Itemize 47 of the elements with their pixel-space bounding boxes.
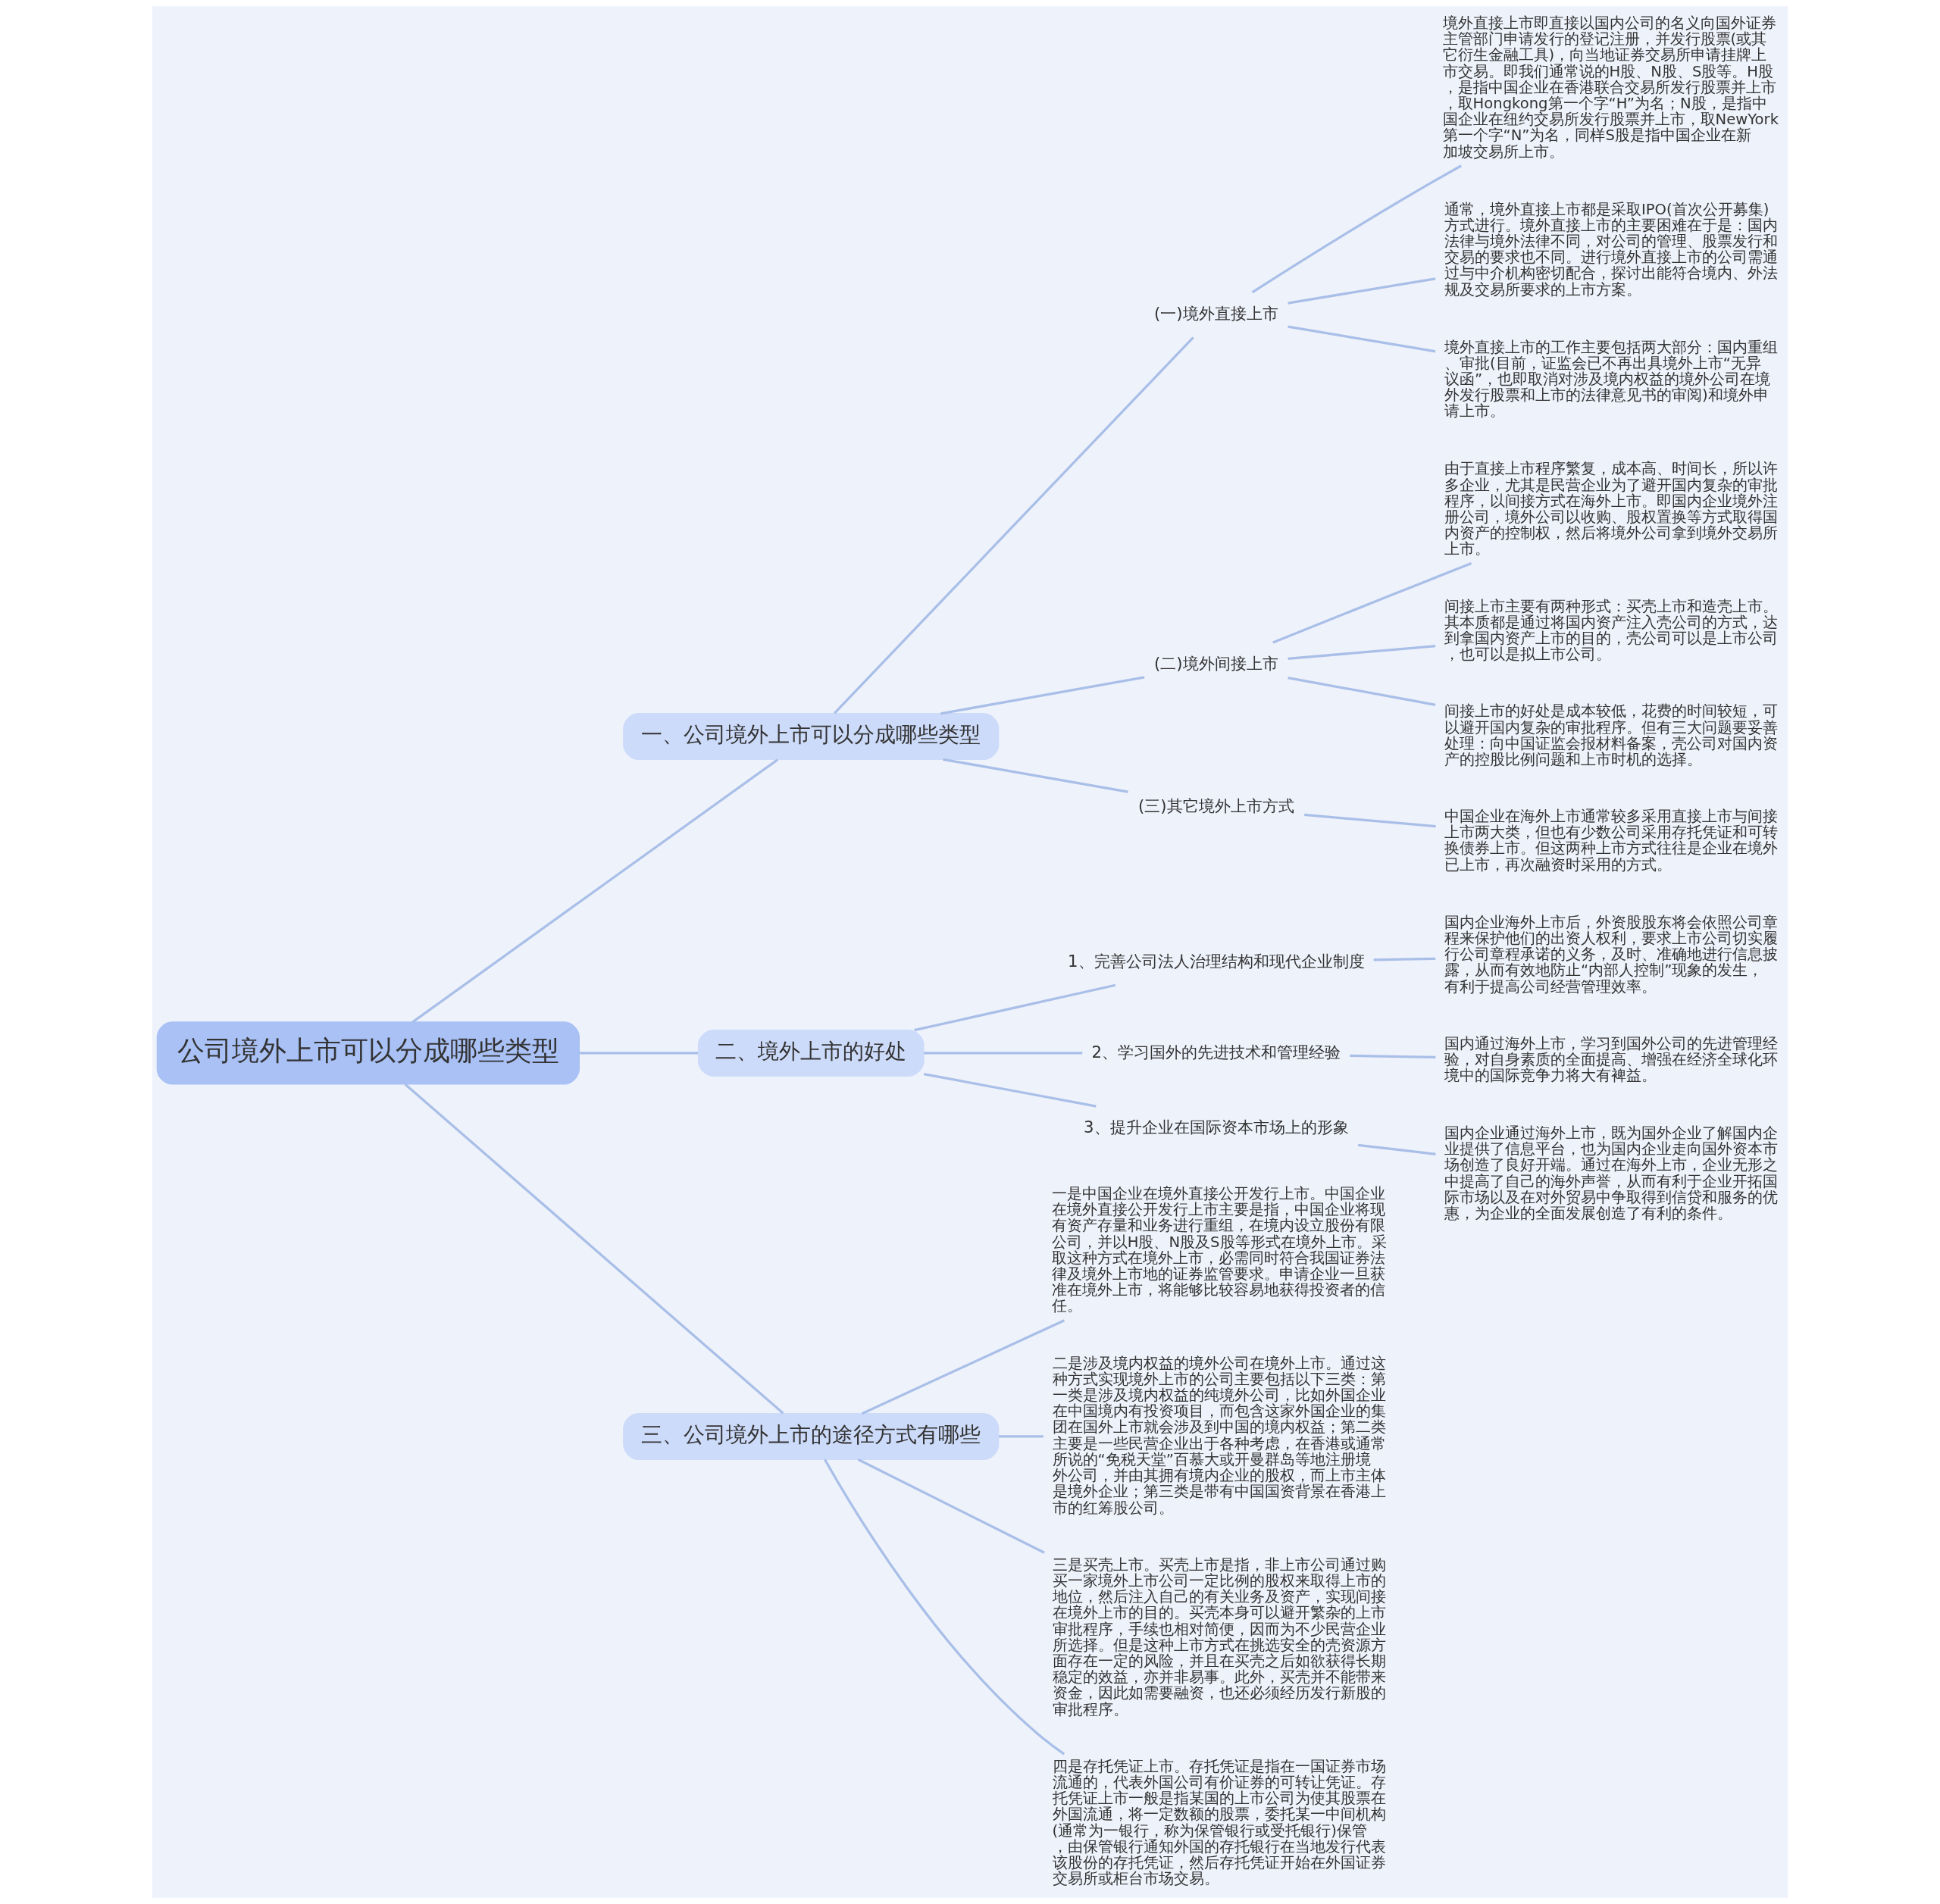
node-box: 三、公司境外上市的途径方式有哪些: [623, 1412, 1000, 1460]
connector: [1288, 676, 1436, 706]
node-box: 二、境外上市的好处: [697, 1029, 925, 1077]
node-text: 通常，境外直接上市都是采取IPO(首次公开募集)方式进行。境外直接上市的主要困难在于是：国内法律与境外法律不同，对公司的管理、股票发行和交易的要求也不同。进行境外直接上市的公司需通过与中介机构密切配合，探讨出能符合境内、外法规及交易所要求的上市方案。: [1444, 200, 1779, 299]
node-text: 间接上市的好处是成本较低，花费的时间较短，可以避开国内复杂的审批程序。但有三大问题要妥善处理：向中国证监会报材料备案，壳公司对国内资产的控股比例问题和上市时机的选择。: [1444, 702, 1779, 768]
node-box: 公司境外上市可以分成哪些类型: [156, 1021, 580, 1085]
connector: [411, 758, 779, 1024]
connector: [1304, 813, 1436, 828]
connector: [1272, 562, 1472, 644]
node-text: 间接上市主要有两种形式：买壳上市和造壳上市。其本质都是通过将国内资产注入壳公司的方式，达到拿国内资产上市的目的，壳公司可以是上市公司，也可以是拟上市公司。: [1444, 597, 1779, 664]
node-box: 一、公司境外上市可以分成哪些类型: [623, 713, 1000, 761]
connector: [404, 1083, 784, 1415]
node-text: (一)境外直接上市: [1154, 303, 1278, 323]
connector: [1373, 957, 1436, 961]
node-text: 一是中国企业在境外直接公开发行上市。中国企业在境外直接公开发行上市主要是指，中国企业将现有资产存量和业务进行重组，在境内设立股份有限公司，并以H股、N股及S股等形式在境外上市。采取这种方式在境外上市，必需同时符合我国证券法律及境外上市地的证券监管要求。申请企业一旦获准在境外上市，将能够比较容易地获得投资者的信任。: [1051, 1184, 1387, 1315]
connector: [579, 1052, 699, 1055]
node-text: 国内企业通过海外上市，既为国外企业了解国内企业提供了信息平台，也为国内企业走向国外资本市场创造了良好开端。通过在海外上市，企业无形之中提高了自己的海外声誉，从而有利于企业开拓国际市场以及在对外贸易中争取得到信贷和服务的优惠，为企业的全面发展创造了有利的条件。: [1444, 1124, 1779, 1223]
node-text: 国内企业海外上市后，外资股股东将会依照公司章程来保护他们的出资人权利，要求上市公司切实履行公司章程承诺的义务，及时、准确地进行信息披露，从而有效地防止“内部人控制”现象的发生，有利于提高公司经营管理效率。: [1444, 913, 1779, 996]
node-text: 三是买壳上市。买壳上市是指，非上市公司通过购买一家境外上市公司一定比例的股权来取得上市的地位，然后注入自己的有关业务及资产，实现间接在境外上市的目的。买壳本身可以避开繁杂的上市审批程序，手续也相对简便，因而为不少民营企业所选择。但是这种上市方式在挑选安全的壳资源方面存在一定的风险，并且在买壳之后如欲获得长期稳定的效益，亦并非易事。此外，买壳并不能带来资金，因此如需要融资，也还必须经历发行新股的审批程序。: [1052, 1555, 1386, 1718]
connector: [823, 1458, 1065, 1755]
node-text: 1、完善公司法人治理结构和现代企业制度: [1068, 952, 1365, 971]
node-text: 境外直接上市即直接以国内公司的名义向国外证券主管部门申请发行的登记注册，并发行股票(或其它衍生金融工具)，向当地证券交易所申请挂牌上市交易。即我们通常说的H股、N股、S股等。H股，是指中国企业在香港联合交易所发行股票并上市，取Hongkong第一个字“H”为名；N股，是指中国企业在纽约交易所发行股票并上市，取NewYork第一个字“N”为名，同样S股是指中国企业在新加坡交易所上市。: [1442, 14, 1779, 161]
connector: [857, 1458, 1045, 1554]
connector: [834, 336, 1194, 714]
node-text: 中国企业在海外上市通常较多采用直接上市与间接上市两大类，但也有少数公司采用存托凭证和可转换债券上市。但这两种上市方式往往是企业在境外已上市，再次融资时采用的方式。: [1444, 808, 1779, 874]
connector: [923, 1072, 1097, 1108]
connector: [914, 983, 1116, 1032]
connector: [1357, 1143, 1436, 1155]
connector: [861, 1319, 1065, 1415]
connector: [1350, 1054, 1436, 1059]
connector: [943, 758, 1128, 793]
node-text: 四是存托凭证上市。存托凭证是指在一国证券市场流通的，代表外国公司有价证券的可转让凭证。存托凭证上市一般是指某国的上市公司为使其股票在外国流通，将一定数额的股票，委托某一中间机构(通常为一银行，称为保管银行或受托银行)保管，由保管银行通知外国的存托银行在当地发行代表该股份的存托凭证，然后存托凭证开始在外国证券交易所或柜台市场交易。: [1052, 1757, 1386, 1888]
node-text: 由于直接上市程序繁复，成本高、时间长，所以许多企业，尤其是民营企业为了避开国内复杂的审批程序，以间接方式在海外上市。即国内企业境外注册公司，境外公司以收购、股权置换等方式取得国内资产的控制权，然后将境外公司拿到境外交易所上市。: [1444, 460, 1779, 558]
node-text: 国内通过海外上市，学习到国外公司的先进管理经验，对自身素质的全面提高、增强在经济全球化环境中的国际竞争力将大有裨益。: [1444, 1034, 1779, 1085]
connector: [1288, 325, 1436, 353]
connector: [1288, 277, 1436, 305]
node-text: (二)境外间接上市: [1154, 653, 1278, 673]
connector: [940, 676, 1145, 715]
connector: [999, 1435, 1044, 1438]
connector: [1251, 164, 1462, 294]
node-text: 二是涉及境内权益的境外公司在境外上市。通过这种方式实现境外上市的公司主要包括以下三类：第一类是涉及境内权益的纯境外公司，比如外国企业在中国境内有投资项目，而包含这家外国企业的集团在国外上市就会涉及到中国的境内权益；第二类主要是一些民营企业出于各种考虑，在香港或通常所说的“免税天堂”百慕大或开曼群岛等地注册境外公司，并由其拥有境内企业的股权，而上市主体是境外企业；第三类是带有中国国资背景在香港上市的红筹股公司。: [1052, 1354, 1386, 1517]
node-text: 境外直接上市的工作主要包括两大部分：国内重组、审批(目前，证监会已不再出具境外上市“无异议函”，也即取消对涉及境内权益的境外公司在境外发行股票和上市的法律意见书的审阅)和境外申请上市。: [1444, 338, 1779, 421]
node-text: (三)其它境外上市方式: [1138, 796, 1294, 815]
node-text: 3、提升企业在国际资本市场上的形象: [1084, 1118, 1349, 1137]
connector: [1288, 645, 1436, 661]
node-text: 2、学习国外的先进技术和管理经验: [1091, 1042, 1341, 1061]
connector: [924, 1052, 1083, 1055]
